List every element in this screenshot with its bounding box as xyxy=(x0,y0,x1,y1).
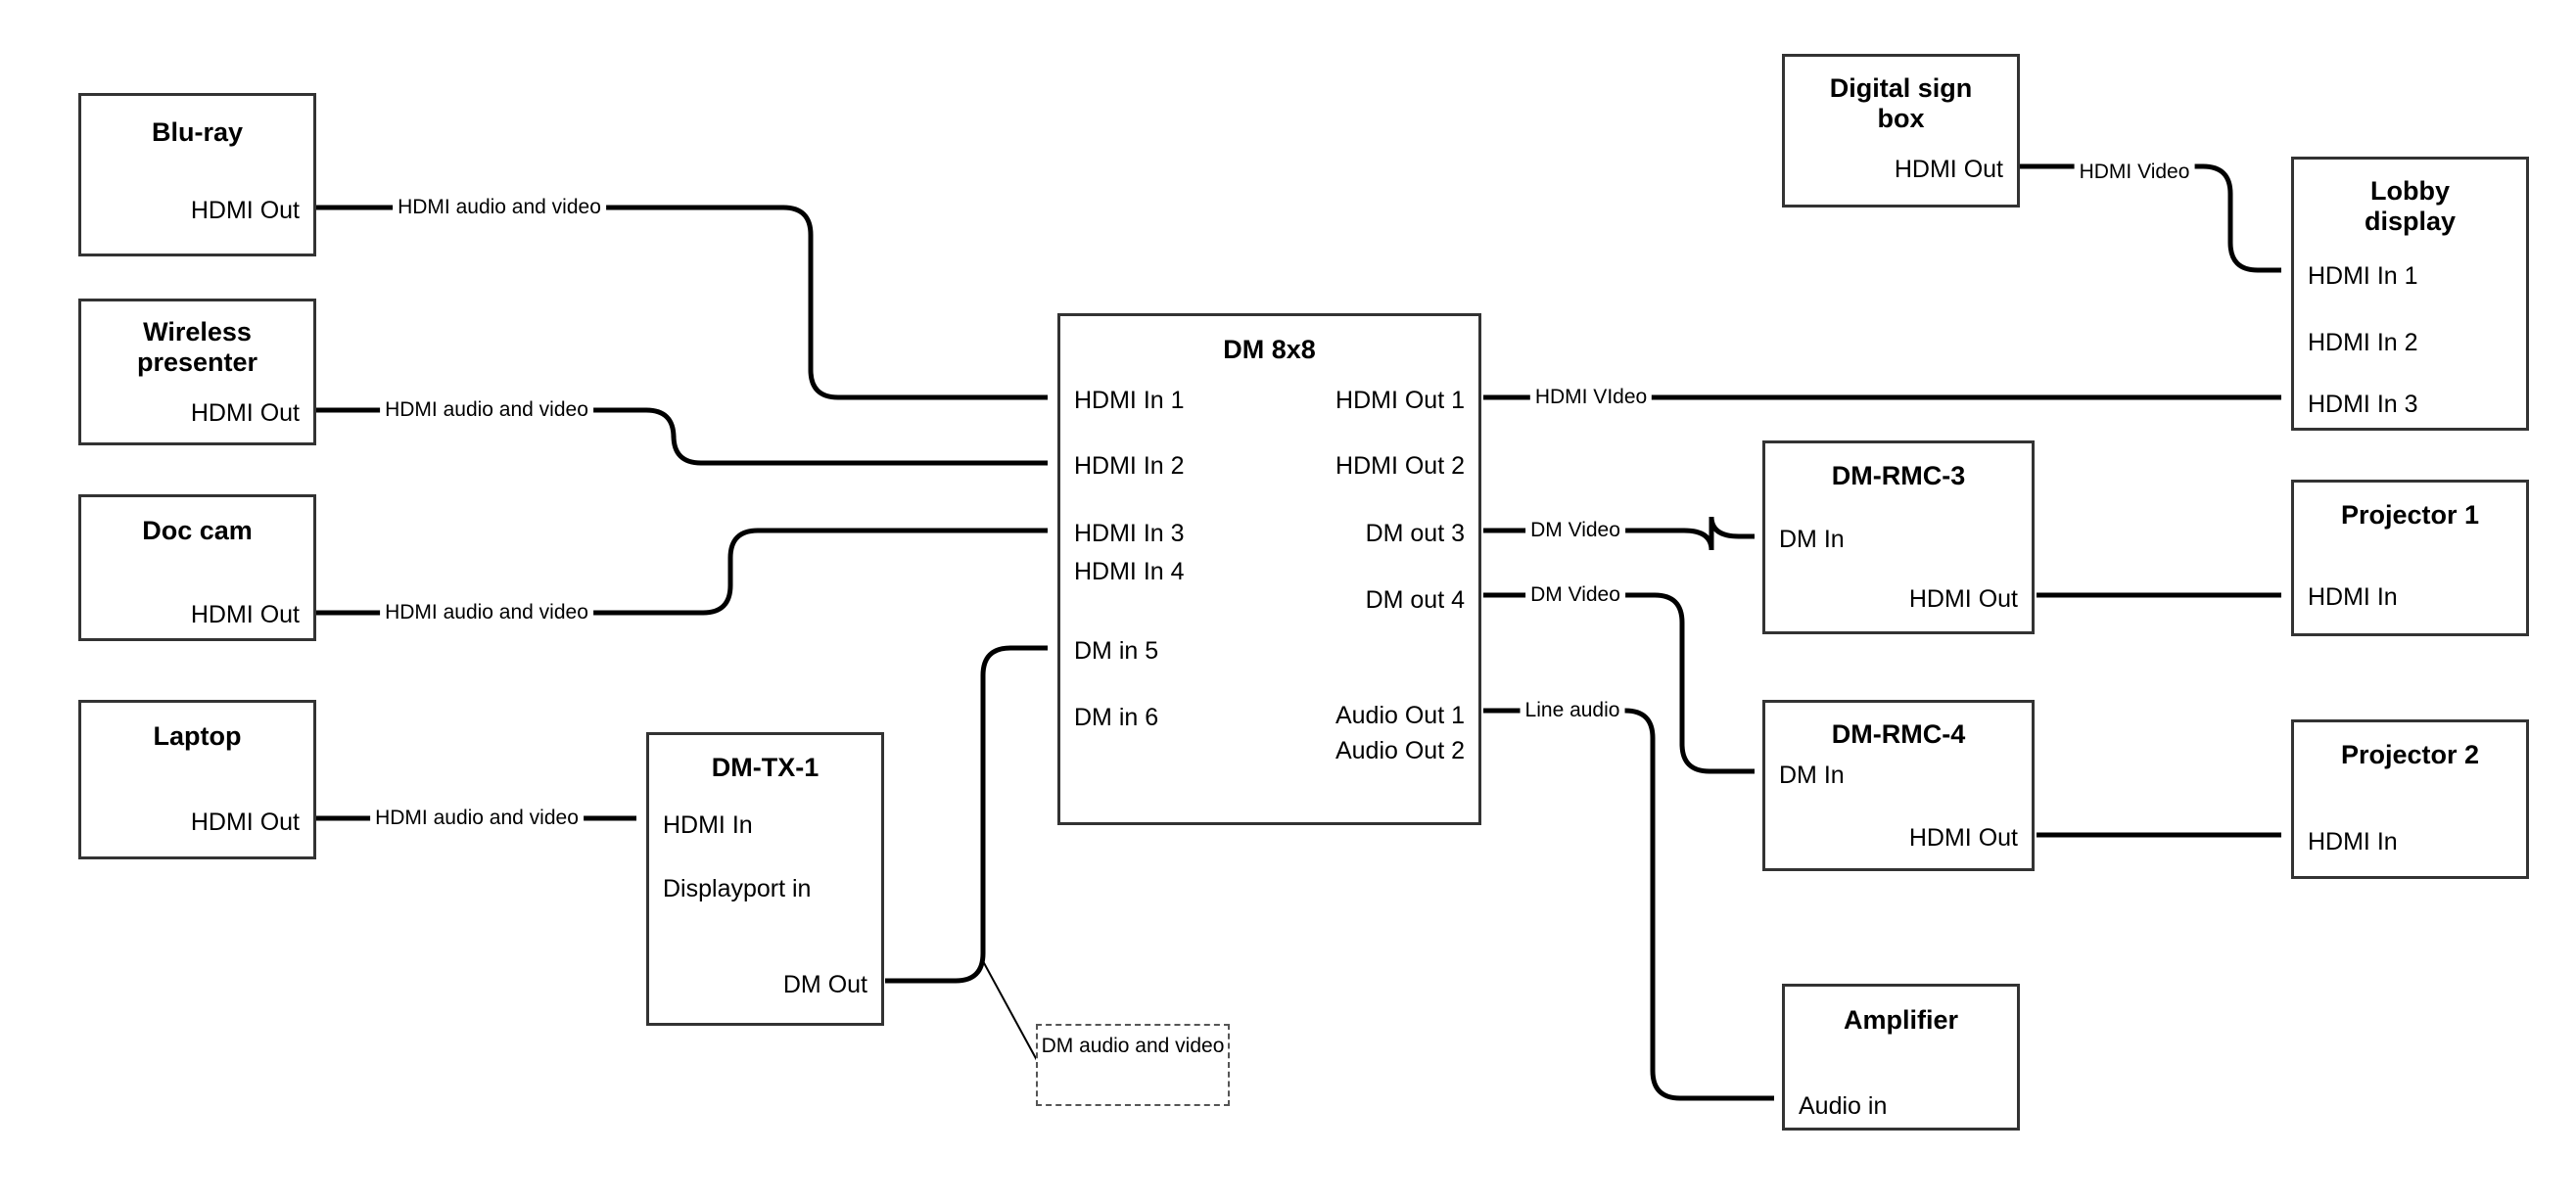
device-digital-sign-box[interactable]: Digital sign box HDMI Out xyxy=(1782,54,2020,208)
device-laptop-title: Laptop xyxy=(153,721,242,751)
device-dm-8x8-output-1[interactable]: HDMI Out 1 xyxy=(1335,387,1465,414)
device-wireless-presenter-port-hdmi-out[interactable]: HDMI Out xyxy=(190,399,300,427)
device-dm-rmc-4-title: DM-RMC-4 xyxy=(1831,719,1966,749)
device-dm-8x8-title: DM 8x8 xyxy=(1223,335,1316,364)
edge-label-doccam-to-dm: HDMI audio and video xyxy=(380,601,593,624)
device-bluray-title: Blu-ray xyxy=(151,117,244,147)
device-laptop[interactable]: Laptop HDMI Out xyxy=(78,700,316,859)
device-lobby-display-input-3[interactable]: HDMI In 3 xyxy=(2308,391,2418,418)
wire-dm8x8-out4-to-rmc4 xyxy=(1483,592,1755,774)
edge-label-dm-out1-to-lobby: HDMI VIdeo xyxy=(1529,386,1653,409)
device-dm-rmc-3-port-dm-in[interactable]: DM In xyxy=(1779,526,1845,553)
device-digital-sign-box-title-line2: box xyxy=(1877,104,1925,133)
device-amplifier-port-audio-in[interactable]: Audio in xyxy=(1799,1092,1888,1120)
device-dm-rmc-4[interactable]: DM-RMC-4 DM In HDMI Out xyxy=(1762,700,2035,871)
device-dm-8x8-output-5[interactable]: Audio Out 1 xyxy=(1335,702,1465,729)
device-dm-rmc-3-port-hdmi-out[interactable]: HDMI Out xyxy=(1908,585,2018,613)
device-dm-tx-1-port-dm-out[interactable]: DM Out xyxy=(782,971,867,998)
device-dm-8x8-input-3[interactable]: HDMI In 3 xyxy=(1074,520,1185,547)
edge-label-dm-audio1-to-amp: Line audio xyxy=(1520,699,1625,722)
edge-label-wireless-to-dm: HDMI audio and video xyxy=(380,398,593,422)
device-doc-cam[interactable]: Doc cam HDMI Out xyxy=(78,494,316,641)
device-projector-2[interactable]: Projector 2 HDMI In xyxy=(2291,719,2529,879)
device-dm-rmc-4-port-hdmi-out[interactable]: HDMI Out xyxy=(1908,824,2018,852)
device-bluray[interactable]: Blu-ray HDMI Out xyxy=(78,93,316,256)
device-dm-8x8-output-4[interactable]: DM out 4 xyxy=(1365,586,1465,614)
device-lobby-display-input-2[interactable]: HDMI In 2 xyxy=(2308,329,2418,356)
device-dm-8x8-input-4[interactable]: HDMI In 4 xyxy=(1074,558,1185,585)
device-bluray-port-hdmi-out[interactable]: HDMI Out xyxy=(190,197,300,224)
device-lobby-display[interactable]: Lobby display HDMI In 1 HDMI In 2 HDMI I… xyxy=(2291,157,2529,431)
device-dm-8x8[interactable]: DM 8x8 HDMI In 1 HDMI In 2 HDMI In 3 HDM… xyxy=(1057,313,1481,825)
device-dm-rmc-3-title: DM-RMC-3 xyxy=(1831,461,1966,490)
device-dm-tx-1-port-displayport-in[interactable]: Displayport in xyxy=(663,875,812,902)
device-projector-2-port-hdmi-in[interactable]: HDMI In xyxy=(2308,828,2398,855)
device-amplifier[interactable]: Amplifier Audio in xyxy=(1782,984,2020,1131)
device-dm-rmc-3[interactable]: DM-RMC-3 DM In HDMI Out xyxy=(1762,440,2035,634)
device-laptop-port-hdmi-out[interactable]: HDMI Out xyxy=(190,808,300,836)
device-dm-8x8-output-2[interactable]: HDMI Out 2 xyxy=(1335,452,1465,480)
wire-dm8x8-audio1-to-amp xyxy=(1483,708,1774,1101)
device-wireless-presenter-title-line1: Wireless xyxy=(143,317,252,346)
device-wireless-presenter-title-line2: presenter xyxy=(136,347,258,377)
note-leader-line xyxy=(982,960,1039,1063)
device-projector-1[interactable]: Projector 1 HDMI In xyxy=(2291,480,2529,636)
device-digital-sign-box-title-line1: Digital sign xyxy=(1829,73,1973,103)
device-lobby-display-input-1[interactable]: HDMI In 1 xyxy=(2308,262,2418,290)
device-projector-1-title: Projector 1 xyxy=(2340,500,2480,530)
device-dm-8x8-input-1[interactable]: HDMI In 1 xyxy=(1074,387,1185,414)
device-dm-8x8-output-3[interactable]: DM out 3 xyxy=(1365,520,1465,547)
device-digital-sign-box-port-hdmi-out[interactable]: HDMI Out xyxy=(1894,156,2003,183)
edge-label-bluray-to-dm: HDMI audio and video xyxy=(393,196,606,219)
device-doc-cam-port-hdmi-out[interactable]: HDMI Out xyxy=(190,601,300,628)
dm-audio-video-note: DM audio and video xyxy=(1036,1024,1230,1106)
device-dm-tx-1-port-hdmi-in[interactable]: HDMI In xyxy=(663,811,753,839)
device-doc-cam-title: Doc cam xyxy=(142,516,253,545)
device-dm-8x8-input-2[interactable]: HDMI In 2 xyxy=(1074,452,1185,480)
edge-label-sign-to-lobby: HDMI Video xyxy=(2074,161,2195,184)
device-dm-8x8-input-5[interactable]: DM in 5 xyxy=(1074,637,1159,665)
device-dm-8x8-input-6[interactable]: DM in 6 xyxy=(1074,704,1159,731)
device-projector-1-port-hdmi-in[interactable]: HDMI In xyxy=(2308,583,2398,611)
device-dm-tx-1[interactable]: DM-TX-1 HDMI In Displayport in DM Out xyxy=(646,732,884,1026)
device-projector-2-title: Projector 2 xyxy=(2340,740,2480,769)
device-wireless-presenter[interactable]: Wireless presenter HDMI Out xyxy=(78,299,316,445)
device-dm-8x8-output-6[interactable]: Audio Out 2 xyxy=(1335,737,1465,764)
edge-label-dm-out4-to-rmc4: DM Video xyxy=(1525,583,1625,607)
device-lobby-display-title-line1: Lobby xyxy=(2370,176,2450,206)
device-lobby-display-title-line2: display xyxy=(2364,207,2457,236)
edge-label-laptop-to-dmtx1: HDMI audio and video xyxy=(370,807,584,830)
wire-bluray-to-dm8x8 xyxy=(315,205,1048,400)
device-amplifier-title: Amplifier xyxy=(1843,1005,1959,1035)
edge-label-dm-out3-to-rmc3: DM Video xyxy=(1525,519,1625,542)
device-dm-rmc-4-port-dm-in[interactable]: DM In xyxy=(1779,762,1845,789)
wire-dmtx1-to-dm8x8 xyxy=(885,645,1048,984)
device-dm-tx-1-title: DM-TX-1 xyxy=(711,753,820,782)
